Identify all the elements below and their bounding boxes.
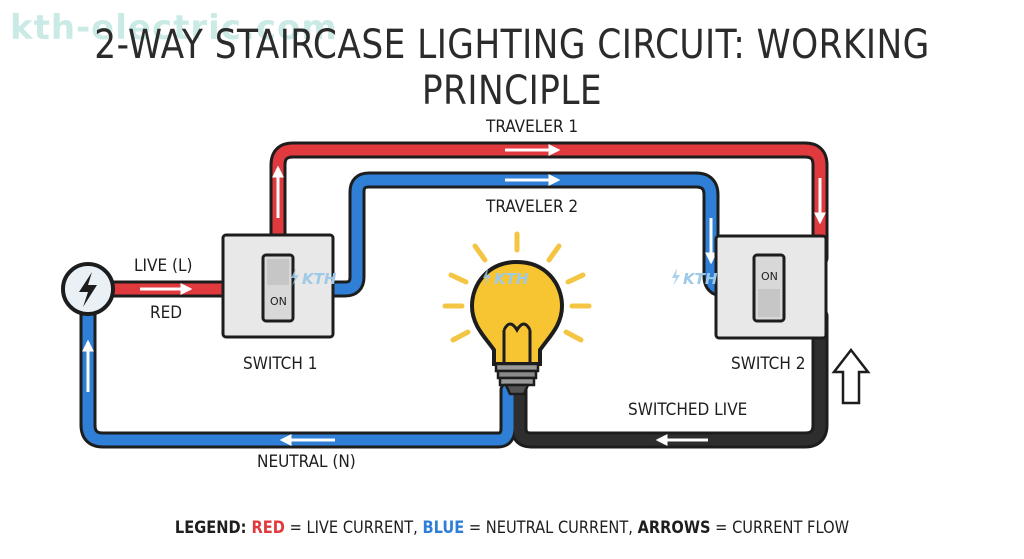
lightning-icon [79,272,97,307]
legend-prefix: LEGEND: [174,518,252,538]
switch-2[interactable] [714,234,828,340]
switch-1-on-label: ON [270,295,287,308]
legend-arrows-word: ARROWS [637,518,711,538]
neutral-label: NEUTRAL (N) [257,452,356,472]
bulb-rays [442,231,592,343]
page-title: 2-WAY STAIRCASE LIGHTING CIRCUIT: WORKIN… [94,22,930,114]
arrow-up-icon [831,347,871,405]
red-label: RED [150,303,183,323]
switch-1-label: SWITCH 1 [243,354,318,374]
kth-brand-switch-1: KTH [302,270,337,288]
power-source [61,262,115,316]
kth-brand-switch-2: KTH [683,270,718,288]
switch-1[interactable] [221,233,335,339]
live-label: LIVE (L) [134,256,193,276]
light-bulb-icon [469,259,565,396]
switched-live-label: SWITCHED LIVE [628,400,748,420]
kth-logo-icon [291,268,680,286]
legend-red-word: RED [251,518,285,538]
legend-blue-word: BLUE [422,518,465,538]
traveler-2-label: TRAVELER 2 [486,197,579,217]
traveler-1-label: TRAVELER 1 [486,117,579,137]
switch-2-on-label: ON [761,270,778,283]
kth-brand-bulb: KTH [494,270,529,288]
watermark: kth-electric.com [10,8,338,48]
legend-blue-text: = NEUTRAL CURRENT, [464,518,638,538]
legend-arrows-text: = CURRENT FLOW [710,518,850,538]
legend: LEGEND: RED = LIVE CURRENT, BLUE = NEUTR… [72,518,953,538]
switch-2-label: SWITCH 2 [731,354,806,374]
legend-red-text: = LIVE CURRENT, [284,518,423,538]
